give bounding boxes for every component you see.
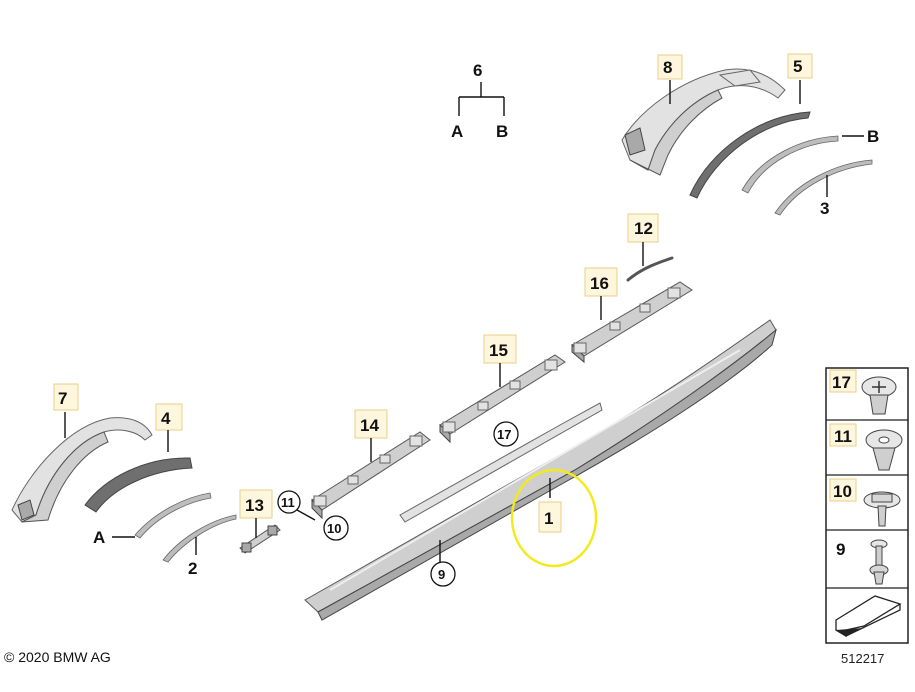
part-16-bracket-rail[interactable] [571, 281, 693, 364]
part-7-front-arch-liner[interactable] [11, 417, 153, 523]
label-5: 5 [793, 57, 802, 76]
part-a-front-strip[interactable] [134, 492, 212, 539]
label-3: 3 [820, 199, 829, 218]
label-13: 13 [245, 496, 264, 515]
legend-tag-17 [829, 369, 857, 393]
callout-17-circle [493, 421, 519, 447]
tag-4 [155, 403, 183, 431]
tag-1[interactable] [538, 501, 562, 533]
fastener-legend: 17 11 10 9 [825, 367, 909, 644]
label-12: 12 [634, 219, 653, 238]
copyright-text: © 2020 BMW AG [4, 649, 111, 665]
label-14: 14 [360, 416, 379, 435]
label-rear-b: B [867, 127, 879, 146]
part-15-bracket-rail[interactable] [439, 354, 566, 444]
part-8-rear-arch-liner[interactable] [621, 68, 786, 176]
label-2: 2 [188, 559, 197, 578]
label-16: 16 [590, 274, 609, 293]
label-10-callout: 10 [327, 521, 341, 536]
tag-8 [657, 54, 683, 80]
part-12-seal[interactable] [626, 256, 674, 282]
expanding-nut-icon [865, 429, 903, 471]
legend-label-17: 17 [832, 373, 851, 392]
diagram-id: 512217 [841, 651, 884, 666]
label-6-a: A [451, 122, 463, 141]
part-14-bracket-rail[interactable] [311, 431, 431, 520]
part-2-front-trim[interactable] [162, 514, 237, 563]
highlight-ring [510, 468, 598, 568]
part-5-rear-strip[interactable] [689, 111, 811, 199]
direction-arrow-icon [835, 595, 902, 638]
label-front-a: A [93, 528, 105, 547]
label-9-callout: 9 [438, 567, 445, 582]
part-4-front-strip[interactable] [84, 457, 193, 513]
push-rivet-icon [861, 376, 897, 415]
tag-7 [53, 383, 79, 411]
part-13-clip-bracket[interactable] [239, 524, 281, 554]
label-8: 8 [663, 58, 672, 77]
legend-tag-11 [829, 423, 857, 447]
callout-11-circle [277, 490, 301, 514]
part-3-rear-trim[interactable] [774, 159, 873, 216]
label-6-b: B [496, 122, 508, 141]
label-6: 6 [473, 61, 482, 80]
tag-16 [584, 267, 618, 297]
legend-label-9: 9 [836, 540, 845, 559]
label-1: 1 [544, 509, 553, 528]
callout-10-circle [323, 515, 349, 541]
pin-screw-icon [869, 539, 889, 585]
tag-5 [787, 53, 813, 79]
part-1-side-sill[interactable] [304, 319, 777, 621]
part-b-rear-strip[interactable] [741, 135, 839, 194]
legend-label-11: 11 [834, 427, 852, 446]
part-6-tree: 6 A B [451, 61, 508, 141]
label-17-callout: 17 [497, 427, 511, 442]
hex-screw-icon [863, 491, 901, 527]
tag-12 [627, 213, 659, 243]
callout-9-circle [430, 561, 456, 587]
legend-label-10: 10 [833, 482, 852, 501]
label-11-callout: 11 [281, 495, 295, 510]
label-7: 7 [58, 389, 67, 408]
label-4: 4 [161, 409, 171, 428]
label-15: 15 [489, 341, 508, 360]
legend-tag-10 [829, 478, 857, 502]
